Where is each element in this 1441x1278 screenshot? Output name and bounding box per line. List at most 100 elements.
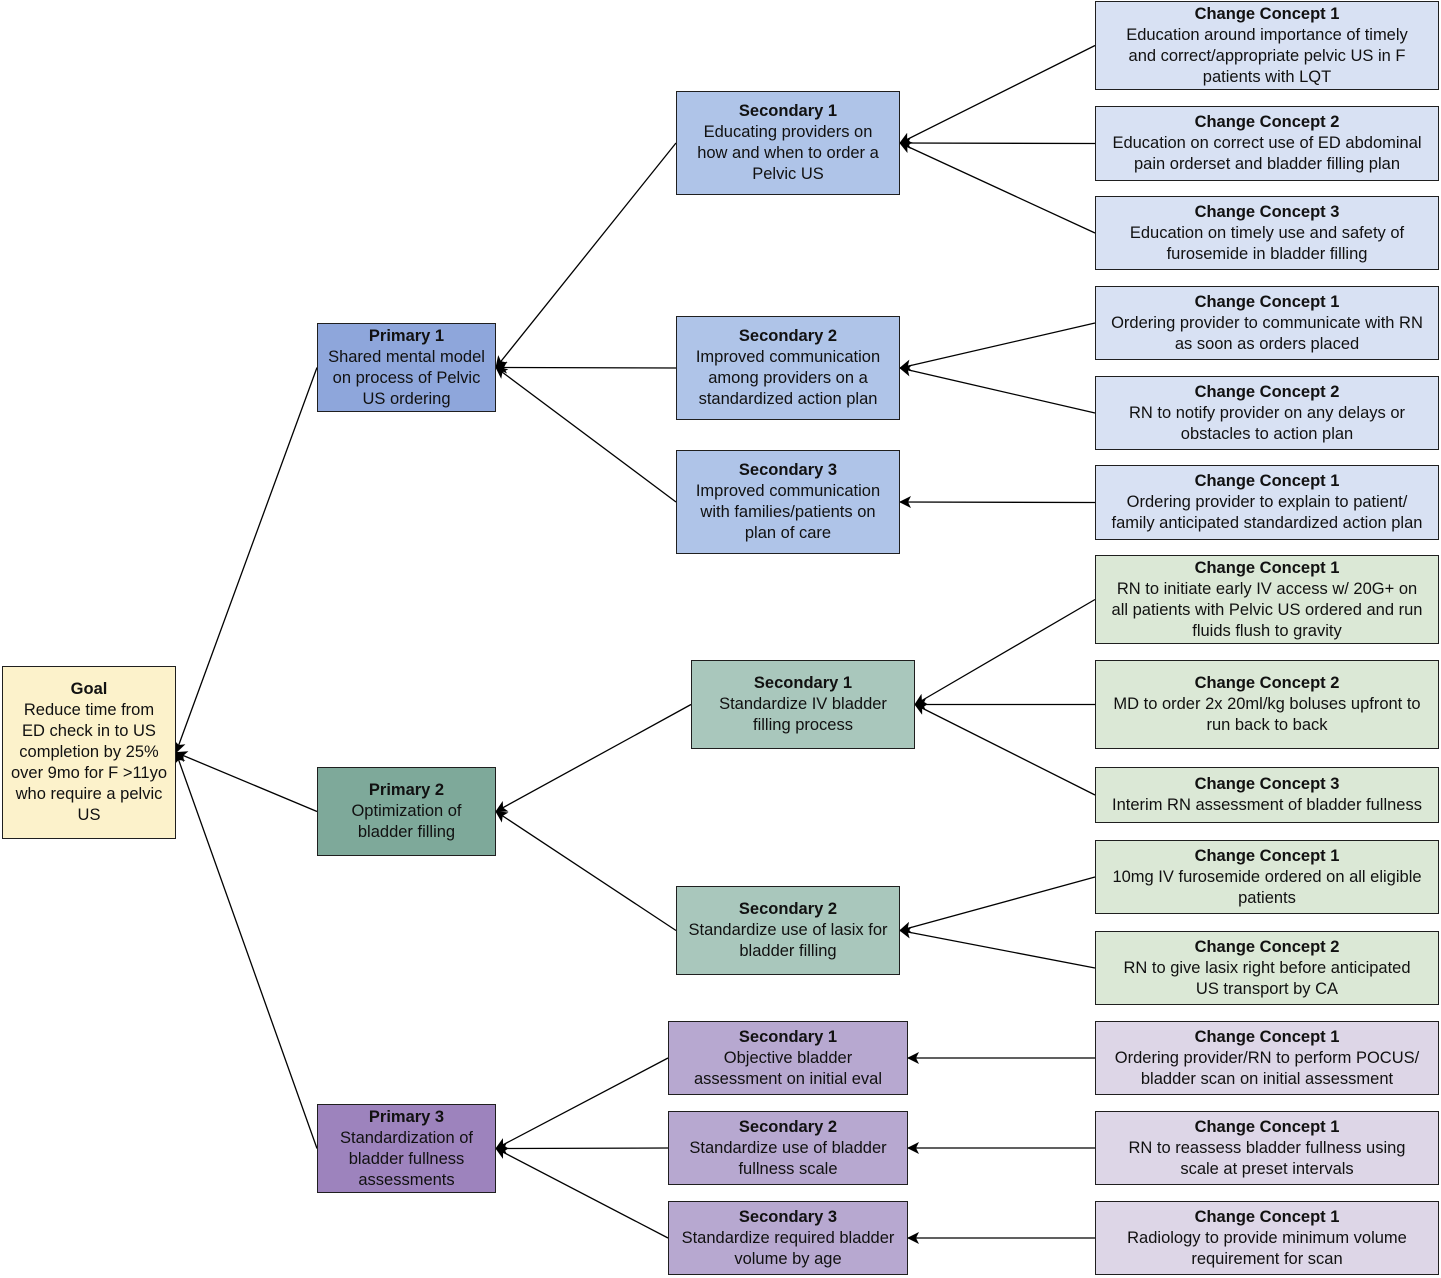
node-text-line: with families/patients on: [700, 503, 876, 521]
node-title: Secondary 2: [738, 327, 838, 345]
arrow-secondary-to-primary: [495, 142, 677, 369]
change-concept-box: Change Concept 1 Ordering provider to exp…: [1095, 465, 1439, 540]
node-text-line: Standardize use of lasix for: [688, 921, 888, 939]
node-text-line: over 9mo for F >11yo: [10, 764, 168, 782]
node-text-line: Ordering provider to explain to patient/: [1126, 493, 1408, 511]
node-text-line: who require a pelvic: [15, 785, 163, 803]
node-text-line: US: [77, 806, 101, 824]
node-text-line: among providers on a: [708, 369, 868, 387]
node-text-line: run back to back: [1206, 716, 1328, 734]
secondary-driver-box: Secondary 1 Standardize IV bladder filling…: [691, 660, 915, 749]
secondary-driver-box: Secondary 3 Improved communication with fa…: [676, 450, 900, 554]
node-title: Change Concept 1: [1194, 1207, 1340, 1226]
node-text-line: Standardization of: [339, 1128, 473, 1147]
arrow-primary-to-goal: [174, 367, 318, 754]
node-text-line: all patients with Pelvic US ordered and …: [1111, 600, 1423, 619]
node-text-line: and correct/appropriate pelvic US in F: [1128, 46, 1406, 65]
node-text-line: requirement for scan: [1191, 1249, 1343, 1268]
node-text-line: family anticipated standardized action p…: [1111, 514, 1423, 532]
node-title: Secondary 2: [738, 1117, 838, 1136]
node-text-line: RN to notify provider on any delays or: [1128, 403, 1406, 422]
node-text-line: on process of Pelvic: [332, 368, 481, 387]
node-title: Secondary 1: [753, 674, 853, 692]
secondary-driver-box: Secondary 2 Improved communication among p…: [676, 316, 900, 420]
arrow-secondary-to-primary: [495, 810, 677, 932]
node-text-line: filling process: [753, 716, 853, 734]
node-text-line: volume by age: [734, 1249, 842, 1268]
node-text-line: Radiology to provide minimum volume: [1127, 1228, 1407, 1247]
arrow-change-to-secondary: [899, 926, 1096, 969]
node-title: Primary 1: [368, 326, 445, 345]
node-text-line: plan of care: [744, 524, 832, 542]
node-title: Secondary 2: [738, 900, 838, 918]
node-text-line: scale at preset intervals: [1180, 1159, 1354, 1178]
node-title: Change Concept 1: [1194, 472, 1340, 490]
node-text-line: completion by 25%: [19, 743, 159, 761]
node-title: Secondary 1: [738, 1027, 838, 1046]
arrow-secondary-to-primary: [495, 703, 692, 813]
node-text-line: Improved communication: [695, 348, 881, 366]
node-text-line: Educating providers on: [703, 123, 873, 141]
arrow-change-to-secondary: [899, 876, 1096, 934]
node-text-line: MD to order 2x 20ml/kg boluses upfront t…: [1113, 695, 1421, 713]
node-text-line: Education on timely use and safety of: [1129, 223, 1405, 242]
node-text-line: bladder fullness: [348, 1149, 465, 1168]
node-text-line: Ordering provider to communicate with RN: [1111, 313, 1423, 332]
node-text-line: Education on correct use of ED abdominal: [1112, 134, 1422, 152]
node-text-line: bladder filling: [357, 823, 456, 841]
arrow-primary-to-goal: [174, 751, 318, 1149]
node-text-line: Ordering provider/RN to perform POCUS/: [1114, 1048, 1420, 1067]
node-title: Change Concept 2: [1194, 674, 1340, 692]
arrow-change-to-secondary: [899, 142, 1096, 234]
secondary-driver-box: Secondary 2 Standardize use of lasix for b…: [676, 886, 900, 975]
node-title: Change Concept 1: [1194, 558, 1340, 577]
node-title: Primary 3: [368, 1107, 445, 1126]
node-text-line: Shared mental model: [328, 347, 485, 366]
node-title: Primary 2: [368, 781, 445, 799]
node-title: Change Concept 1: [1194, 4, 1340, 23]
arrow-change-to-secondary: [899, 496, 1096, 509]
node-text-line: RN to initiate early IV access w/ 20G+ o…: [1116, 579, 1418, 598]
node-text-line: bladder filling: [739, 942, 837, 960]
node-text-line: assessments: [358, 1170, 455, 1189]
node-title: Change Concept 1: [1194, 292, 1340, 311]
node-text-line: Improved communication: [695, 482, 881, 500]
node-text-line: Interim RN assessment of bladder fullnes…: [1112, 796, 1422, 814]
node-text-line: as soon as orders placed: [1174, 334, 1360, 353]
node-text-line: Standardize IV bladder: [719, 695, 887, 713]
node-title: Secondary 1: [738, 102, 838, 120]
arrow-secondary-to-primary: [495, 1147, 669, 1239]
node-title: Goal: [70, 680, 108, 698]
node-title: Secondary 3: [738, 461, 838, 479]
node-title: Secondary 3: [738, 1207, 838, 1226]
change-concept-box: Change Concept 2 MD to order 2x 20ml/kg b…: [1095, 660, 1439, 749]
node-text-line: fullness scale: [738, 1159, 838, 1178]
node-text-line: US ordering: [362, 389, 451, 408]
node-text-line: furosemide in bladder filling: [1166, 244, 1368, 263]
node-text-line: ED check in to US: [22, 722, 156, 740]
arrow-change-to-secondary: [899, 322, 1096, 372]
node-text-line: Objective bladder: [723, 1048, 853, 1067]
node-text-line: bladder scan on initial assessment: [1140, 1069, 1394, 1088]
change-concept-box: Change Concept 1 RN to initiate early IV …: [1095, 555, 1439, 644]
node-text-line: Optimization of: [351, 802, 462, 820]
change-concept-box: Change Concept 1 Radiology to provide min…: [1095, 1201, 1439, 1275]
node-text-line: fluids flush to gravity: [1192, 621, 1342, 640]
node-title: Change Concept 1: [1194, 1117, 1340, 1136]
primary-driver-box-1: Primary 1 Shared mental model on process o…: [317, 323, 496, 412]
primary-driver-box-3: Primary 3 Standardization of bladder fulln…: [317, 1104, 496, 1193]
arrow-secondary-to-primary: [495, 361, 677, 374]
node-text-line: Standardize use of bladder: [689, 1138, 887, 1157]
arrow-change-to-secondary: [899, 44, 1096, 144]
